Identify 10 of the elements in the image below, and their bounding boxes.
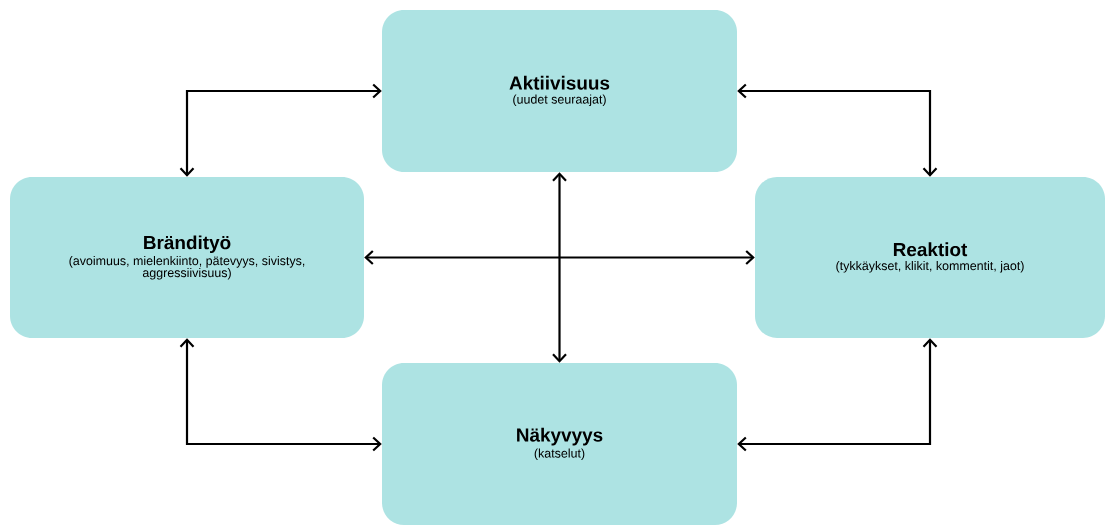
process-box: Brändityö (avoimuus, mielenkiinto, pätevyys, sivistys, aggressiivisuus)	[10, 177, 364, 338]
arrow	[737, 338, 938, 452]
process-box: Aktiivisuus (uudet seuraajat)	[382, 10, 737, 172]
arrow	[179, 83, 382, 177]
arrow	[364, 250, 755, 265]
arrow	[179, 338, 382, 452]
process-box: Näkyvyys (katselut)	[382, 363, 737, 525]
process-box: Reaktiot (tykkäykset, klikit, kommentit, jaot)	[755, 177, 1105, 338]
arrow	[552, 172, 567, 363]
arrow	[737, 83, 938, 177]
